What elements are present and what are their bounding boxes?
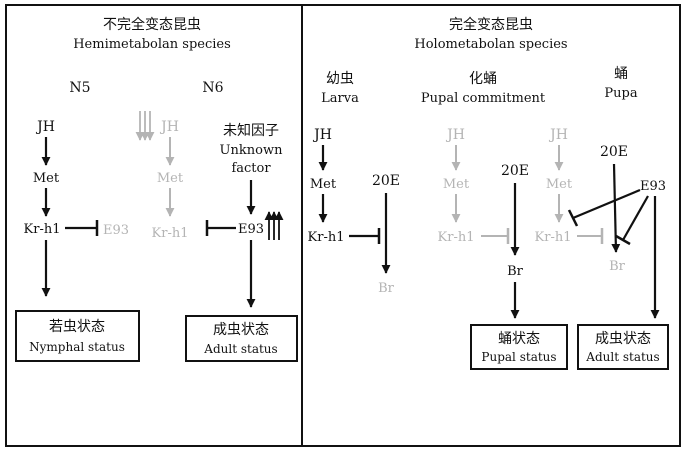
adult-status-box-holo <box>577 324 669 370</box>
pc-krh1: Kr-h1 <box>438 230 475 245</box>
stage-n5: N5 <box>69 80 90 96</box>
stage-larva-cn: 幼虫 <box>326 71 354 87</box>
pupa-krh1: Kr-h1 <box>535 230 572 245</box>
pupa-e93: E93 <box>640 179 666 194</box>
unknown-factor-en1: Unknown <box>220 143 284 158</box>
n6-increase-arrows <box>264 211 284 240</box>
larva-jh: JH <box>312 127 332 143</box>
pupa-arrow-20e-br <box>611 163 621 253</box>
stage-pupa-en: Pupa <box>604 86 637 101</box>
n6-jh: JH <box>159 119 179 135</box>
adult-status-en-holo: Adult status <box>585 350 659 364</box>
pupa-met: Met <box>546 177 573 192</box>
unknown-factor-cn: 未知因子 <box>223 122 279 139</box>
nymphal-status-box <box>15 310 140 362</box>
pc-jh: JH <box>445 127 465 143</box>
pupal-status-en: Pupal status <box>481 350 556 364</box>
larva-20e: 20E <box>372 173 400 189</box>
pupa-br: Br <box>609 259 626 274</box>
pc-br: Br <box>507 264 524 279</box>
nymphal-status-cn: 若虫状态 <box>49 319 105 335</box>
unknown-factor-en2: factor <box>231 161 271 176</box>
adult-status-cn-holo: 成虫状态 <box>595 331 651 347</box>
nymphal-status-en: Nymphal status <box>29 340 125 354</box>
n5-krh1: Kr-h1 <box>24 222 61 237</box>
pupal-status-box <box>470 324 568 370</box>
pupal-status-cn: 蛹状态 <box>498 331 540 347</box>
stage-pupal-commit-en: Pupal commitment <box>421 91 546 106</box>
adult-status-cn-hemi: 成虫状态 <box>213 322 269 338</box>
pc-20e: 20E <box>501 163 529 179</box>
n6-decrease-arrows <box>135 111 155 141</box>
pupa-inhibit-br-e93-bar <box>615 234 631 246</box>
pupa-jh: JH <box>548 127 568 143</box>
n5-met: Met <box>33 171 60 186</box>
n5-e93: E93 <box>103 223 129 238</box>
n6-krh1: Kr-h1 <box>152 226 189 241</box>
hemi-title-en: Hemimetabolan species <box>73 37 231 52</box>
outer-frame <box>5 4 681 447</box>
pupa-inhibit-krh1-line <box>572 188 641 220</box>
holo-title-en: Holometabolan species <box>414 37 567 52</box>
pupa-20e: 20E <box>600 144 628 160</box>
stage-pupa-cn: 蛹 <box>614 66 628 82</box>
adult-status-box-hemi <box>185 315 298 362</box>
n5-jh: JH <box>35 119 55 135</box>
n6-e93: E93 <box>238 222 264 237</box>
stage-n6: N6 <box>202 80 223 96</box>
pupa-inhibit-br-e93-line <box>622 195 649 241</box>
holo-title-cn: 完全变态昆虫 <box>449 16 533 33</box>
n6-met: Met <box>157 171 184 186</box>
larva-br: Br <box>378 281 395 296</box>
adult-status-en-hemi: Adult status <box>203 342 277 356</box>
stage-pupal-commit-cn: 化蛹 <box>469 71 497 87</box>
pupa-inhibit-krh1-bar <box>567 209 579 227</box>
pc-met: Met <box>443 177 470 192</box>
hemi-title-cn: 不完全变态昆虫 <box>103 16 201 33</box>
larva-met: Met <box>310 177 337 192</box>
larva-krh1: Kr-h1 <box>308 230 345 245</box>
stage-larva-en: Larva <box>321 91 359 106</box>
